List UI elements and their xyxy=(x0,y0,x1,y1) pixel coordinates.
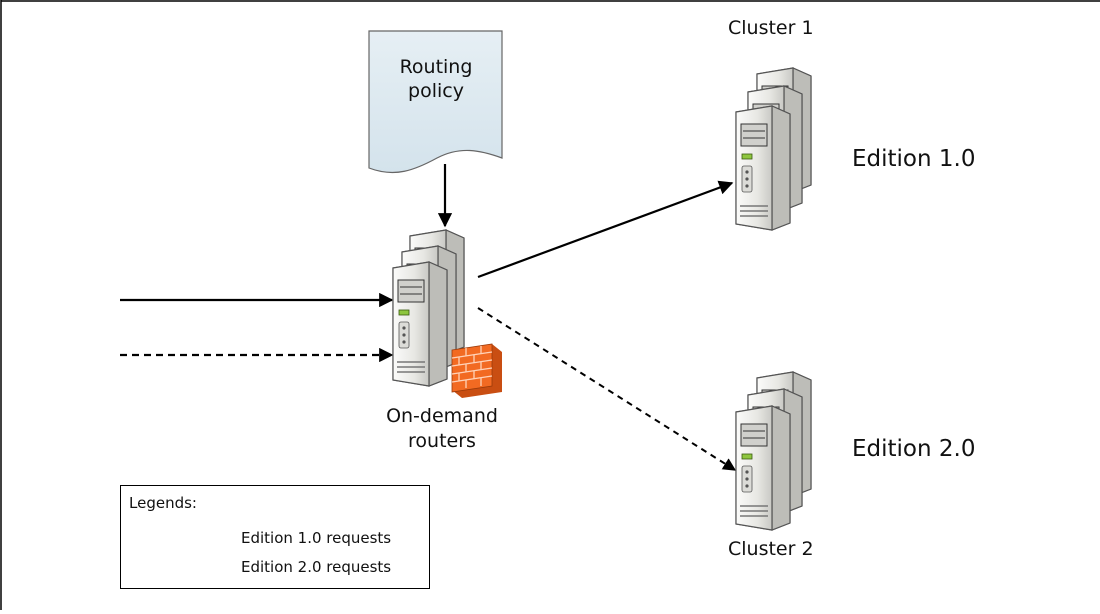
legend-box: Legends: Edition 1.0 requests Edition 2.… xyxy=(120,485,430,589)
legend-title: Legends: xyxy=(129,494,197,512)
routers-label-line1: On-demand xyxy=(386,405,498,427)
routing-policy-label-line1: Routing xyxy=(399,56,473,78)
routers-label: On-demand routers xyxy=(362,404,522,454)
cluster1-server-stack-icon xyxy=(735,67,812,231)
firewall-icon xyxy=(451,343,502,398)
routing-policy-document-icon xyxy=(368,30,503,174)
cluster1-label: Cluster 1 xyxy=(728,17,814,39)
edition2-label: Edition 2.0 xyxy=(852,436,976,462)
edition2-route-arrow xyxy=(477,307,737,471)
connectors xyxy=(120,164,737,471)
routing-policy-label-line2: policy xyxy=(408,80,464,102)
edition1-route-arrow xyxy=(477,180,734,279)
cluster2-server-stack-icon xyxy=(735,371,812,531)
routers-label-line2: routers xyxy=(408,430,476,452)
routing-policy-label: Routing policy xyxy=(378,55,494,103)
legend-item-edition1: Edition 1.0 requests xyxy=(241,529,392,547)
cluster2-label: Cluster 2 xyxy=(728,538,814,560)
legend-item-edition2: Edition 2.0 requests xyxy=(241,558,392,576)
edition1-label: Edition 1.0 xyxy=(852,146,976,172)
